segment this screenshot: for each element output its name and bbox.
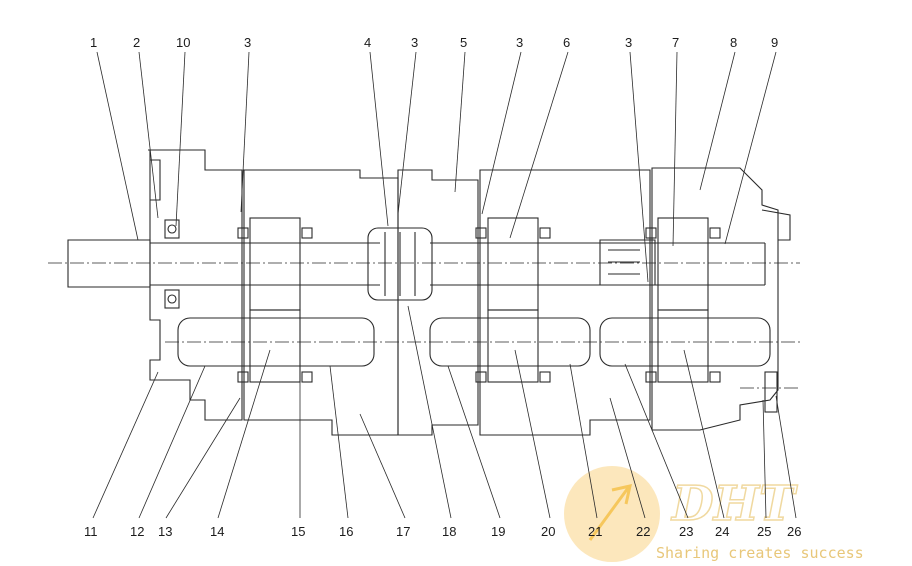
callout-25: 25 xyxy=(757,524,771,539)
drive-shaft xyxy=(48,239,800,288)
watermark-logo: DHT xyxy=(670,476,798,532)
callout-9: 9 xyxy=(771,35,778,50)
callout-4: 4 xyxy=(364,35,371,50)
callout-16: 16 xyxy=(339,524,353,539)
callout-10: 10 xyxy=(176,35,190,50)
callout-15: 15 xyxy=(291,524,305,539)
watermark-tagline: Sharing creates success xyxy=(656,544,864,562)
watermark: DHT Sharing creates success xyxy=(564,466,864,562)
callout-14: 14 xyxy=(210,524,224,539)
callout-18: 18 xyxy=(442,524,456,539)
callout-7: 7 xyxy=(672,35,679,50)
shaft-seal xyxy=(164,219,180,309)
callout-3d: 3 xyxy=(625,35,632,50)
callout-13: 13 xyxy=(158,524,172,539)
callouts-bottom: 11 12 13 14 15 16 17 18 19 20 21 22 23 2… xyxy=(84,524,801,539)
callout-26: 26 xyxy=(787,524,801,539)
idle-shaft xyxy=(165,317,800,367)
callout-24: 24 xyxy=(715,524,729,539)
callout-19: 19 xyxy=(491,524,505,539)
leaders-bottom xyxy=(92,305,797,519)
gears xyxy=(249,217,709,383)
callout-11: 11 xyxy=(84,524,98,539)
callouts-top: 1 2 10 3 4 3 5 3 6 3 7 8 9 xyxy=(90,35,778,50)
callout-20: 20 xyxy=(541,524,555,539)
bearings xyxy=(237,227,800,413)
leaders-top xyxy=(96,51,777,283)
callout-5: 5 xyxy=(460,35,467,50)
callout-22: 22 xyxy=(636,524,650,539)
coupling xyxy=(367,227,433,301)
callout-17: 17 xyxy=(396,524,410,539)
callout-21: 21 xyxy=(588,524,602,539)
callout-2: 2 xyxy=(133,35,140,50)
watermark-disc xyxy=(564,466,660,562)
watermark-arrow-icon xyxy=(588,484,632,541)
housing xyxy=(148,149,791,436)
callout-8: 8 xyxy=(730,35,737,50)
callout-1: 1 xyxy=(90,35,97,50)
callout-3c: 3 xyxy=(516,35,523,50)
callout-3a: 3 xyxy=(244,35,251,50)
callout-12: 12 xyxy=(130,524,144,539)
callout-3b: 3 xyxy=(411,35,418,50)
callout-23: 23 xyxy=(679,524,693,539)
callout-6: 6 xyxy=(563,35,570,50)
